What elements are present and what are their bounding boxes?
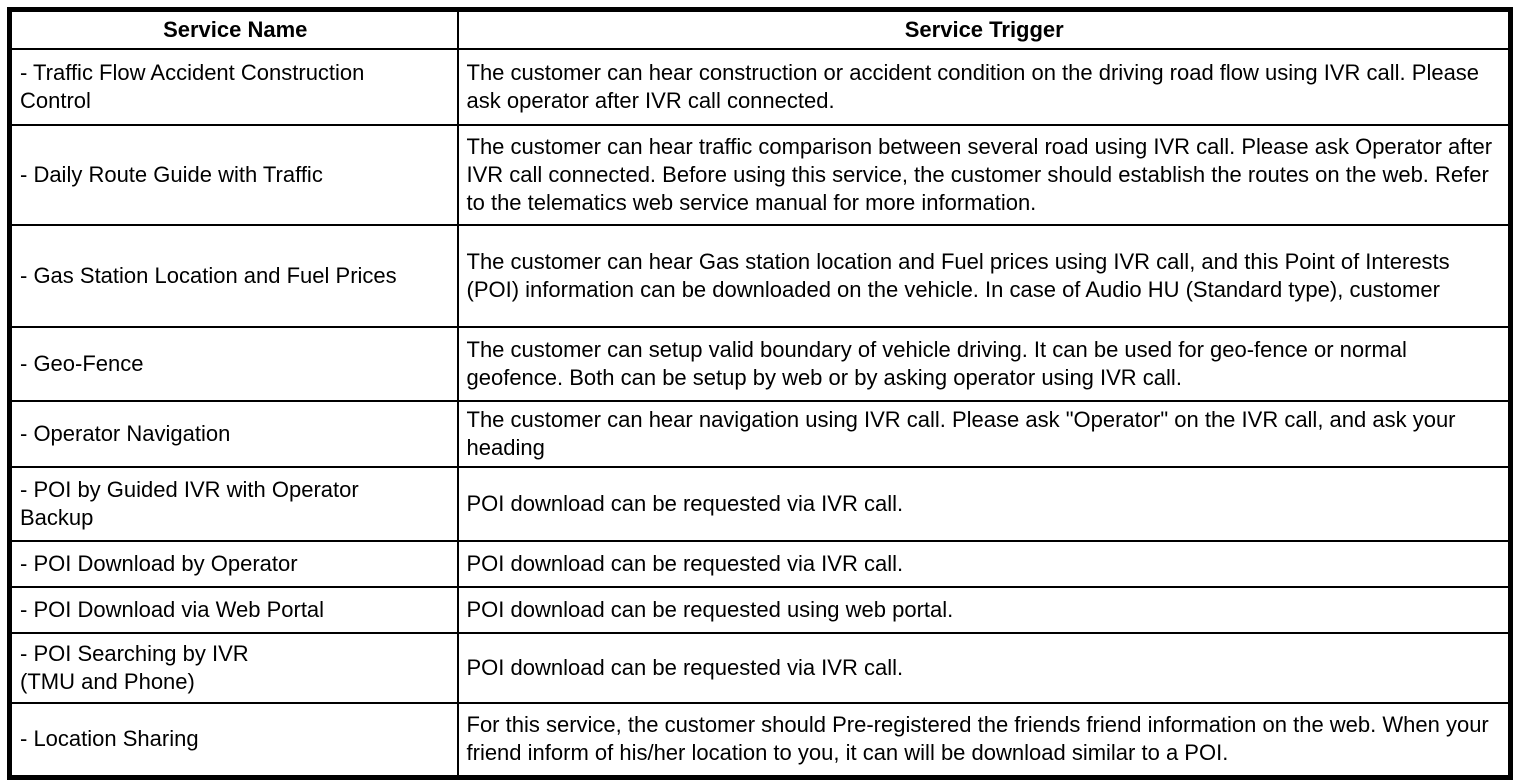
table-row: - POI Download by Operator POI download …: [8, 540, 1512, 588]
table-row: - Geo-Fence The customer can setup valid…: [8, 326, 1512, 402]
service-name-cell: - POI by Guided IVR with Operator Backup: [8, 466, 459, 542]
table-row: - POI by Guided IVR with Operator Backup…: [8, 466, 1512, 542]
service-trigger-cell: The customer can hear navigation using I…: [456, 400, 1512, 468]
service-trigger-cell: The customer can hear Gas station locati…: [456, 224, 1512, 328]
service-name-cell: - POI Download via Web Portal: [8, 586, 459, 634]
service-name-cell: - Traffic Flow Accident Construction Con…: [8, 48, 459, 126]
service-name-cell: - Gas Station Location and Fuel Prices: [8, 224, 459, 328]
service-name-cell: - Geo-Fence: [8, 326, 459, 402]
service-table: Service Name Service Trigger - Traffic F…: [7, 7, 1513, 780]
table-row: - POI Download via Web Portal POI downlo…: [8, 586, 1512, 634]
service-trigger-cell: For this service, the customer should Pr…: [456, 702, 1512, 778]
header-service-name: Service Name: [8, 8, 459, 50]
table-row: - Location Sharing For this service, the…: [8, 702, 1512, 778]
service-trigger-cell: POI download can be requested via IVR ca…: [456, 632, 1512, 704]
service-name-cell: - POI Download by Operator: [8, 540, 459, 588]
service-name-cell: - Operator Navigation: [8, 400, 459, 468]
header-service-trigger: Service Trigger: [456, 8, 1512, 50]
service-trigger-cell: The customer can hear construction or ac…: [456, 48, 1512, 126]
service-name-cell: - POI Searching by IVR (TMU and Phone): [8, 632, 459, 704]
service-trigger-cell: POI download can be requested via IVR ca…: [456, 540, 1512, 588]
service-trigger-cell: The customer can hear traffic comparison…: [456, 124, 1512, 226]
service-trigger-cell: POI download can be requested using web …: [456, 586, 1512, 634]
service-name-cell: - Location Sharing: [8, 702, 459, 778]
table-row: - Gas Station Location and Fuel Prices T…: [8, 224, 1512, 328]
table-row: - Daily Route Guide with Traffic The cus…: [8, 124, 1512, 226]
service-trigger-cell: The customer can setup valid boundary of…: [456, 326, 1512, 402]
table-header-row: Service Name Service Trigger: [8, 8, 1512, 50]
service-trigger-cell: POI download can be requested via IVR ca…: [456, 466, 1512, 542]
table-row: - POI Searching by IVR (TMU and Phone) P…: [8, 632, 1512, 704]
service-name-cell: - Daily Route Guide with Traffic: [8, 124, 459, 226]
table-row: - Traffic Flow Accident Construction Con…: [8, 48, 1512, 126]
table-row: - Operator Navigation The customer can h…: [8, 400, 1512, 468]
